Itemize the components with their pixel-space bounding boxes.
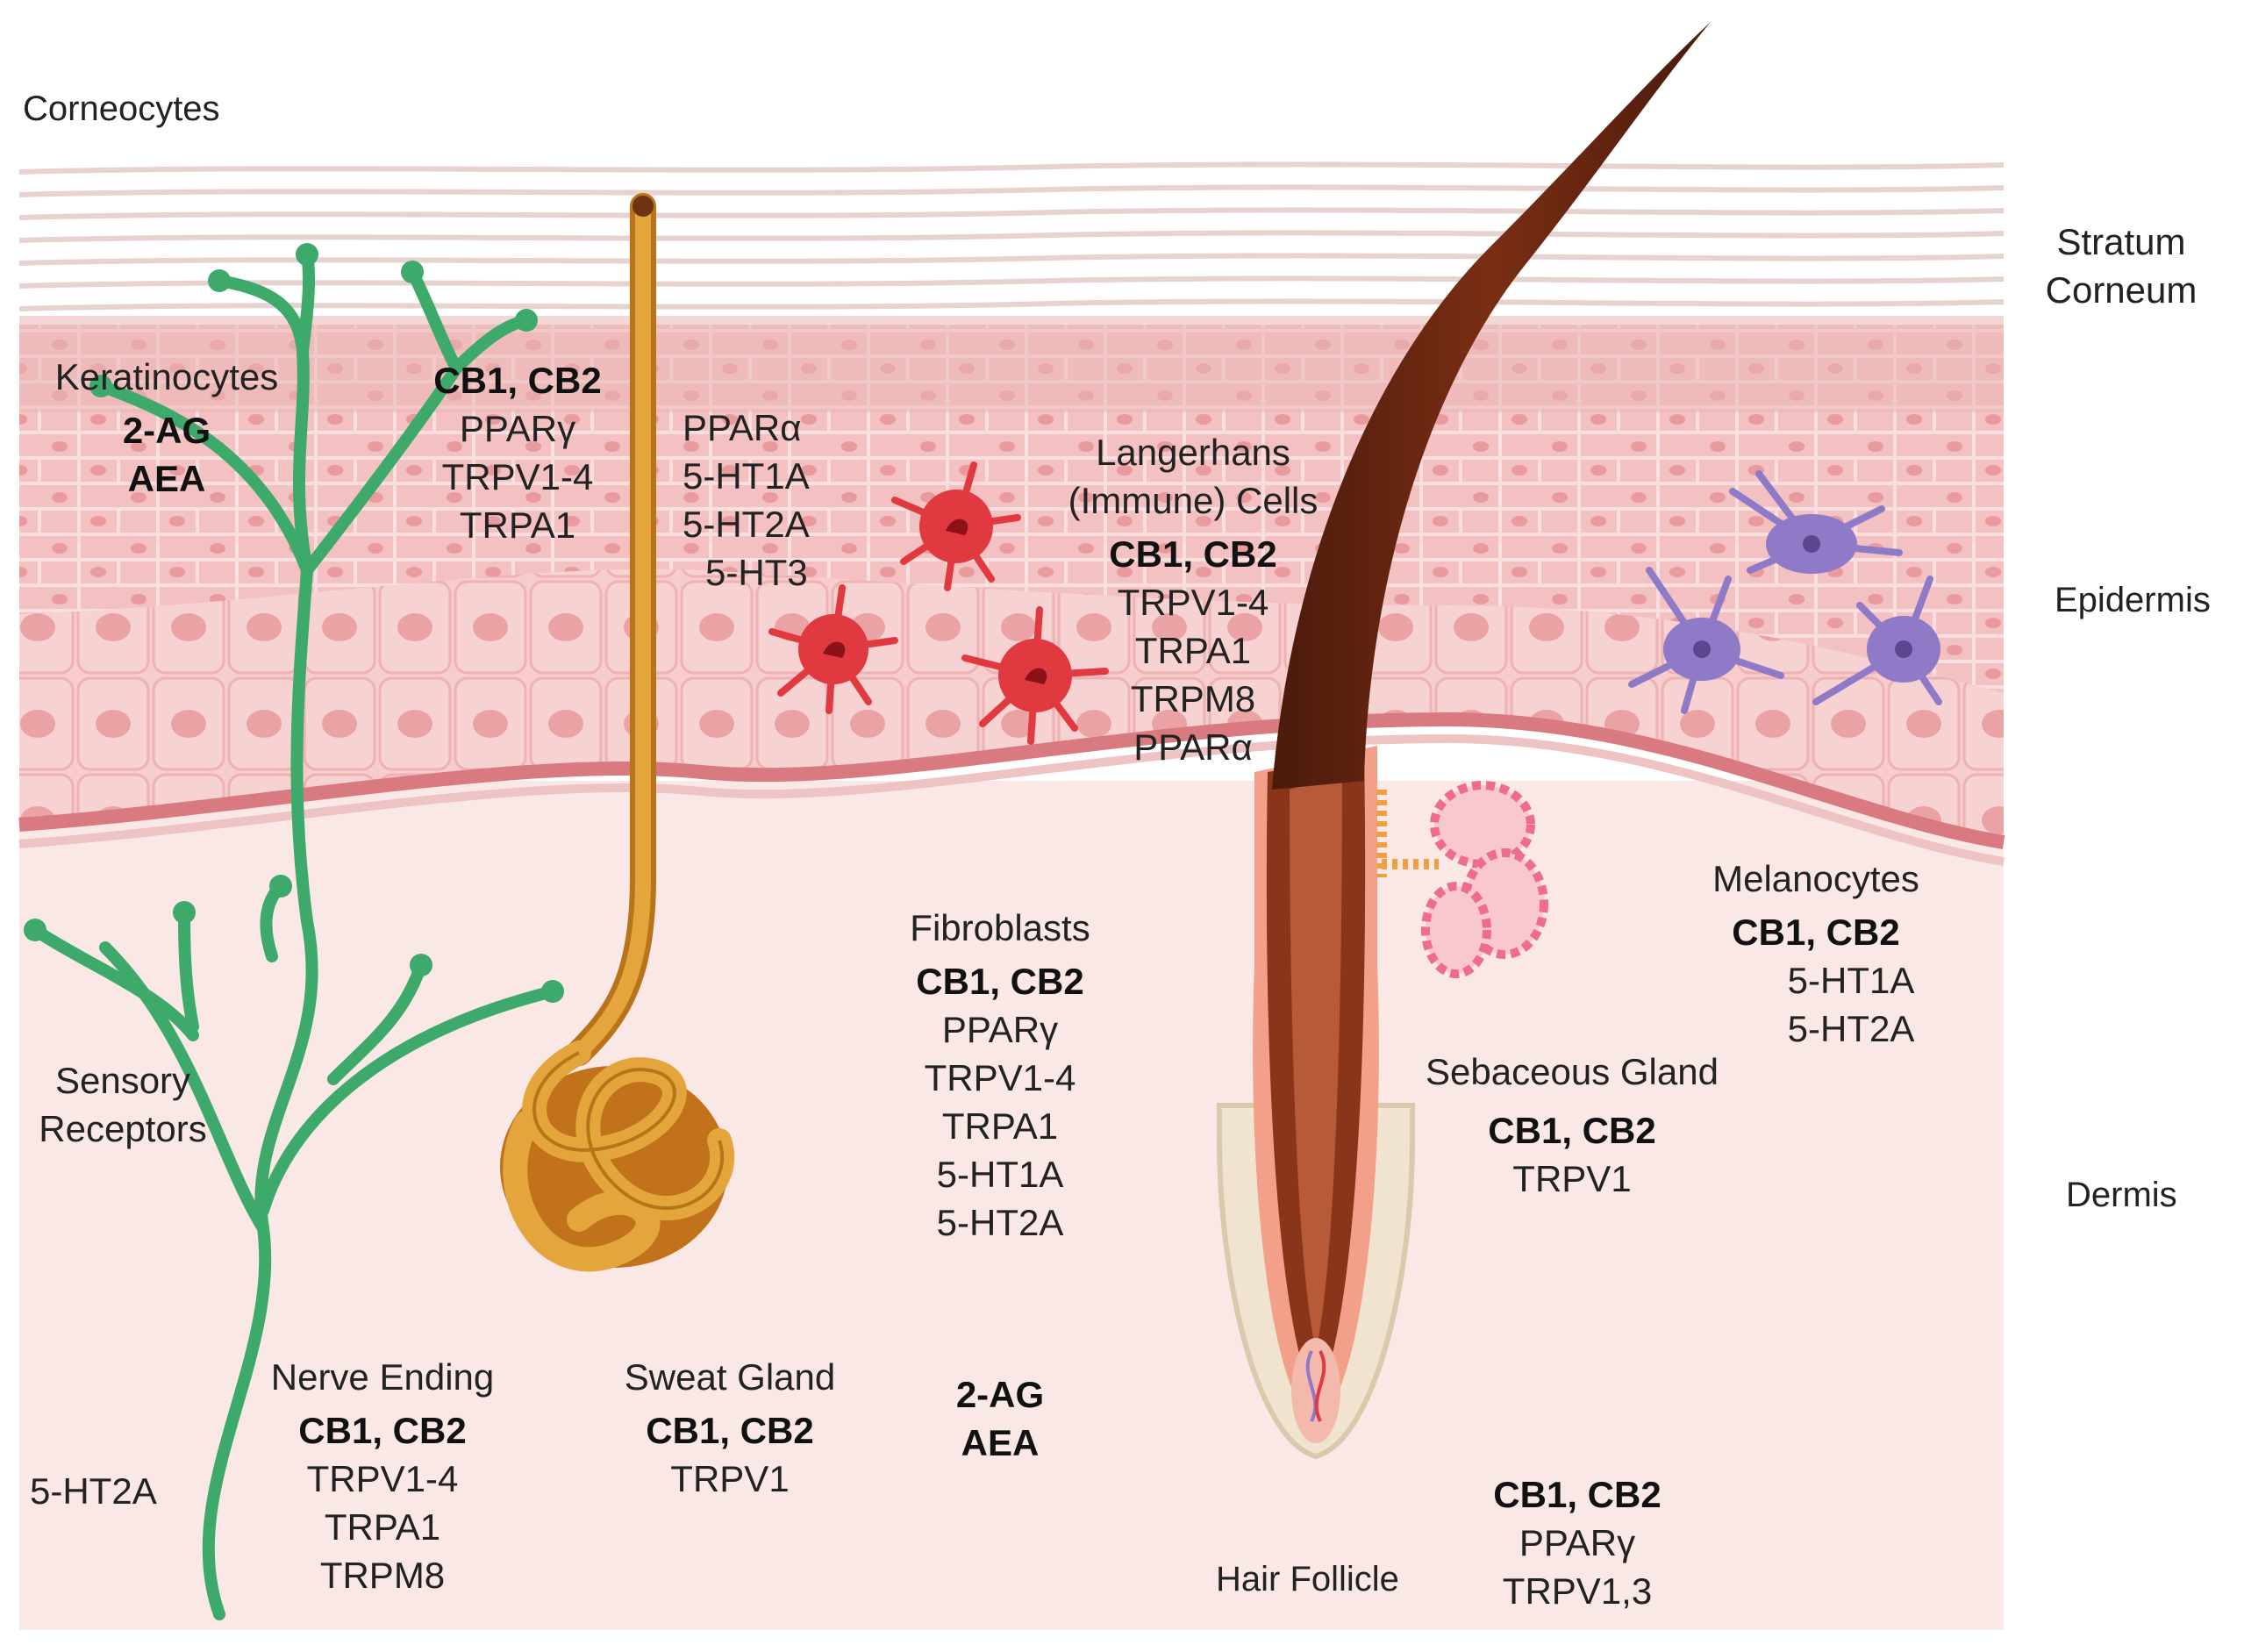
- sebaceous-gland-cb-receptors: CB1, CB2: [1488, 1110, 1656, 1151]
- nerve-ending-cb-receptors: CB1, CB2: [298, 1410, 467, 1451]
- fibroblasts-receptor: PPARγ: [941, 1009, 1059, 1050]
- melanocytes-receptor: 5-HT1A: [1787, 960, 1915, 1001]
- sebaceous-gland-group: Sebaceous Gland CB1, CB2 TRPV1: [1426, 1048, 1719, 1203]
- epidermal-receptor: 5-HT1A: [682, 455, 810, 497]
- hair-follicle-group: CB1, CB2 PPARγ TRPV1,3: [1493, 1470, 1661, 1615]
- hair-shaft: [1272, 22, 1711, 790]
- melanocytes-cells: [1628, 470, 1942, 714]
- fibroblasts-receptor: TRPA1: [941, 1105, 1059, 1147]
- epidermis-label: Epidermis: [2055, 581, 2211, 619]
- keratinocyte-receptor: TRPV1-4: [441, 456, 594, 497]
- hair-follicle-receptor: TRPV1,3: [1502, 1570, 1653, 1612]
- epidermal-receptor: PPARα: [682, 407, 802, 448]
- sensory-receptors-title: Receptors: [39, 1108, 207, 1149]
- keratinocytes-group: Keratinocytes 2-AG AEA: [55, 353, 278, 503]
- basement-membrane-edge: [18, 733, 2005, 866]
- epidermal-receptors-group: PPARα 5-HT1A 5-HT2A 5-HT3: [682, 404, 810, 597]
- sensory-receptors-title: Sensory: [54, 1060, 191, 1101]
- nerve-ending-receptor: TRPV1-4: [306, 1458, 459, 1499]
- melanocytes-receptor: 5-HT2A: [1787, 1008, 1915, 1049]
- sweat-gland-group: Sweat Gland CB1, CB2 TRPV1: [625, 1353, 835, 1503]
- hair-follicle: [1217, 746, 1415, 1460]
- melanocytes-group: Melanocytes CB1, CB2 5-HT1A 5-HT2A: [1712, 855, 1919, 1053]
- nerve-ending-tips: [24, 243, 564, 1003]
- dermis-label: Dermis: [2066, 1176, 2177, 1214]
- dermis-ligand: 2-AG: [955, 1374, 1045, 1415]
- hair-follicle-cb-receptors: CB1, CB2: [1493, 1474, 1662, 1515]
- keratinocytes-title: Keratinocytes: [54, 356, 279, 397]
- fibroblasts-title: Fibroblasts: [910, 907, 1090, 948]
- fibroblasts-cb-receptors: CB1, CB2: [916, 961, 1084, 1002]
- keratinocytes-ligand: AEA: [127, 458, 206, 499]
- fibroblasts-receptor: TRPV1-4: [924, 1057, 1076, 1098]
- nerve-ending-group: Nerve Ending CB1, CB2 TRPV1-4 TRPA1 TRPM…: [271, 1353, 494, 1599]
- fibroblasts-receptor: 5-HT1A: [936, 1154, 1064, 1195]
- langerhans-group: Langerhans (Immune) Cells CB1, CB2 TRPV1…: [1068, 428, 1319, 771]
- keratinocyte-cb-receptors: CB1, CB2: [433, 360, 602, 401]
- langerhans-receptor: TRPV1-4: [1117, 582, 1269, 623]
- langerhans-receptor: PPARα: [1133, 726, 1253, 768]
- basement-membrane: [18, 712, 2005, 849]
- melanocytes-cb-receptors: CB1, CB2: [1732, 912, 1900, 953]
- epidermal-receptor: 5-HT3: [705, 552, 808, 593]
- keratinocyte-receptors-group: CB1, CB2 PPARγ TRPV1-4 TRPA1: [433, 356, 601, 549]
- basal-layer: [19, 569, 2004, 842]
- sweat-gland-title: Sweat Gland: [624, 1356, 836, 1398]
- langerhans-cells: [768, 461, 1109, 745]
- corneocytes-label: Corneocytes: [23, 89, 220, 128]
- fibroblasts-group: Fibroblasts CB1, CB2 PPARγ TRPV1-4 TRPA1…: [910, 904, 1090, 1247]
- fibroblasts-receptor: 5-HT2A: [936, 1202, 1064, 1243]
- dermis-ligands-group: 2-AG AEA: [956, 1370, 1044, 1467]
- sweat-gland-receptor: TRPV1: [670, 1458, 790, 1499]
- sebaceous-gland: [1376, 781, 1548, 978]
- langerhans-title: (Immune) Cells: [1068, 480, 1319, 521]
- langerhans-receptor: TRPA1: [1134, 630, 1252, 671]
- keratinocyte-receptor: TRPA1: [459, 504, 576, 546]
- keratinocytes-ligand: 2-AG: [122, 410, 211, 451]
- sensory-receptors-extra: 5-HT2A: [30, 1470, 157, 1512]
- nerve-ending-title: Nerve Ending: [270, 1356, 495, 1398]
- keratinocyte-receptor: PPARγ: [459, 408, 576, 449]
- stratum-corneum-label: Stratum Corneum: [2046, 218, 2198, 314]
- sweat-gland: [500, 193, 735, 1272]
- stratum-corneum-line-2: Corneum: [2045, 269, 2198, 311]
- dermis-ligand: AEA: [961, 1422, 1040, 1463]
- corneocyte-lines: [18, 161, 2005, 311]
- sweat-gland-cb-receptors: CB1, CB2: [646, 1410, 814, 1451]
- langerhans-cb-receptors: CB1, CB2: [1109, 533, 1277, 575]
- sensory-receptors-group: Sensory Receptors: [39, 1056, 206, 1153]
- sebaceous-gland-title: Sebaceous Gland: [1426, 1051, 1719, 1092]
- sebaceous-gland-receptor: TRPV1: [1512, 1158, 1632, 1199]
- stratum-granulosum-band: [19, 316, 2004, 412]
- stratum-corneum-line-1: Stratum: [2056, 221, 2186, 262]
- nerve-ending-receptor: TRPM8: [319, 1555, 446, 1596]
- melanocytes-title: Melanocytes: [1712, 858, 1919, 899]
- dermis-layer: [19, 781, 2004, 1630]
- langerhans-receptor: TRPM8: [1130, 678, 1256, 719]
- hair-follicle-title: Hair Follicle: [1216, 1560, 1399, 1598]
- langerhans-title: Langerhans: [1096, 432, 1290, 473]
- hair-follicle-receptor: PPARγ: [1519, 1522, 1636, 1563]
- epidermal-receptor: 5-HT2A: [682, 504, 810, 545]
- nerve-ending-receptor: TRPA1: [324, 1506, 441, 1548]
